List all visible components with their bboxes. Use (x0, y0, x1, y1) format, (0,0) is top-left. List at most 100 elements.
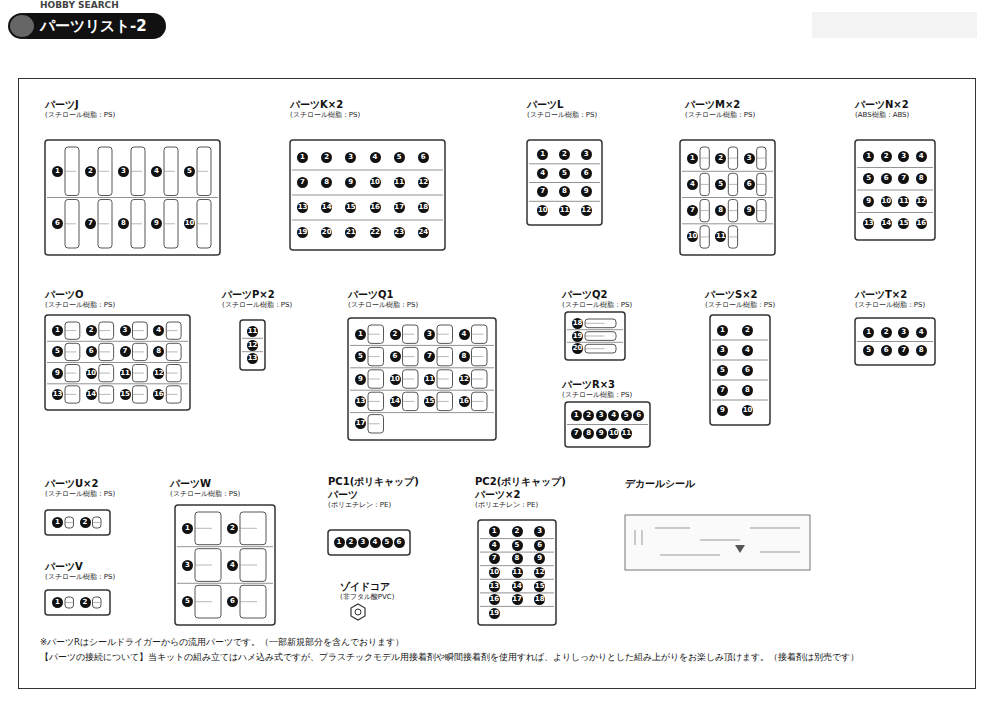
callout-number: 11 (715, 231, 726, 242)
part-outline (65, 343, 80, 360)
callout-number: 6 (742, 365, 753, 376)
runner (529, 201, 600, 202)
part-detail (700, 236, 709, 237)
callout-number: 7 (297, 177, 308, 188)
part-outline (166, 365, 181, 382)
callout-number: 5 (184, 166, 195, 177)
part-outline (403, 392, 419, 410)
runner (857, 190, 933, 191)
callout-number: 4 (153, 325, 164, 336)
callout-number: 10 (184, 218, 195, 229)
callout-number: 10 (370, 177, 381, 188)
callout-number: 8 (916, 173, 927, 184)
runner (567, 424, 648, 425)
callout-number: 10 (687, 231, 698, 242)
part-outline (472, 392, 488, 410)
part-outline (368, 325, 384, 343)
sprue-frame (855, 318, 935, 365)
decal-mark (760, 552, 800, 553)
page-title: パーツリスト-2 (40, 16, 147, 36)
part-outline (65, 517, 74, 528)
callout-number: 5 (717, 365, 728, 376)
part-name: パーツT×2 (855, 288, 907, 301)
callout-number: 23 (394, 227, 405, 238)
callout-number: 6 (227, 596, 238, 607)
part-outline (164, 200, 178, 249)
part-outline (98, 147, 112, 196)
sprue-group: ゾイドコア(非フタル酸PVC) (340, 580, 395, 620)
callout-number: 4 (151, 166, 162, 177)
part-detail (195, 601, 212, 602)
runner (857, 341, 933, 342)
runner (292, 195, 443, 196)
callout-number: 3 (345, 152, 356, 163)
material-text: (スチロール樹脂：PS) (45, 573, 115, 582)
runner (47, 383, 188, 384)
callout-number: 8 (512, 553, 523, 564)
sprue-group: パーツO(スチロール樹脂：PS) (45, 288, 190, 410)
part-name: パーツL (527, 98, 563, 111)
callout-number: 1 (863, 151, 874, 162)
part-detail (728, 210, 737, 211)
callout-number: 2 (85, 166, 96, 177)
callout-number: 8 (153, 346, 164, 357)
material-text: (スチロール樹脂：PS) (45, 301, 115, 310)
runner (567, 329, 623, 330)
runner (292, 170, 443, 171)
part-outline (240, 549, 266, 582)
part-outline (403, 370, 419, 388)
callout-number: 11 (512, 567, 523, 578)
part-detail (403, 379, 415, 380)
part-detail (195, 565, 212, 566)
callout-number: 13 (52, 389, 63, 400)
callout-number: 9 (52, 368, 63, 379)
callout-number: 2 (881, 151, 892, 162)
callout-number: 4 (489, 540, 500, 551)
part-name: パーツP×2 (222, 288, 275, 301)
decal-mark (660, 555, 720, 556)
part-detail (700, 158, 709, 159)
material-text: (スチロール樹脂：PS) (290, 111, 360, 120)
part-detail (437, 401, 449, 402)
part-detail (700, 210, 709, 211)
faint-header (812, 12, 977, 38)
callout-number: 6 (394, 537, 405, 548)
part-outline (757, 147, 766, 169)
part-name: パーツQ1 (348, 288, 393, 301)
part-outline (166, 322, 181, 339)
callout-number: 6 (52, 218, 63, 229)
callout-number: 19 (572, 331, 583, 342)
callout-number: 2 (86, 325, 97, 336)
part-outline (700, 147, 709, 169)
part-outline (166, 386, 181, 403)
callout-number: 7 (898, 345, 909, 356)
part-outline (240, 585, 266, 618)
part-outline (368, 370, 384, 388)
part-outline (195, 585, 221, 618)
runner (480, 538, 554, 539)
callout-number: 6 (881, 173, 892, 184)
part-detail (368, 334, 380, 335)
callout-number: 14 (390, 396, 401, 407)
part-detail (403, 356, 415, 357)
callout-number: 9 (596, 428, 607, 439)
part-name: デカールシール (625, 477, 695, 490)
callout-number: 7 (537, 186, 548, 197)
part-outline (700, 200, 709, 222)
material-text: (スチロール樹脂：PS) (855, 301, 925, 310)
part-detail (757, 158, 766, 159)
part-detail (99, 373, 110, 374)
callout-number: 5 (559, 168, 570, 179)
callout-number: 1 (687, 153, 698, 164)
callout-number: 3 (744, 153, 755, 164)
part-detail (585, 336, 605, 337)
sprue-frame (45, 590, 110, 615)
callout-number: 2 (715, 153, 726, 164)
callout-number: 8 (559, 186, 570, 197)
part-detail (240, 565, 257, 566)
callout-number: 13 (863, 218, 874, 229)
callout-number: 14 (881, 218, 892, 229)
callout-number: 8 (742, 385, 753, 396)
material-text: (スチロール樹脂：PS) (685, 111, 755, 120)
callout-number: 1 (52, 325, 63, 336)
